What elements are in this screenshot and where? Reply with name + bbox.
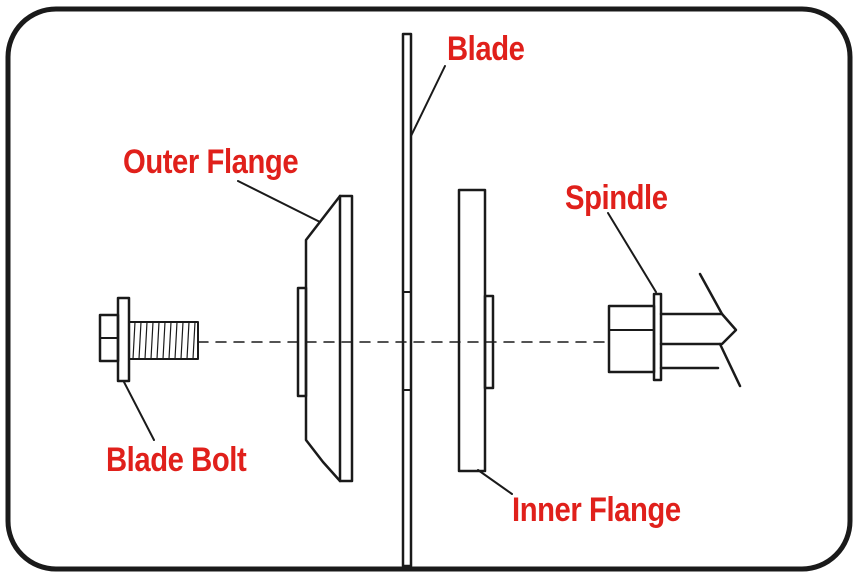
blade-leader-line — [410, 65, 446, 137]
inner-flange-leader-line — [477, 469, 513, 495]
outer-flange-label: Outer Flange — [123, 143, 299, 181]
blade-part — [401, 32, 413, 568]
spindle-part — [607, 272, 742, 388]
blade-bolt-part — [98, 296, 199, 383]
frame-border — [5, 6, 853, 572]
blade-bolt-label: Blade Bolt — [106, 441, 247, 479]
inner-flange-label: Inner Flange — [512, 491, 681, 529]
outer-flange-leader-line — [237, 180, 321, 223]
blade-bolt-leader-line — [123, 381, 155, 441]
inner-flange-part — [457, 188, 495, 473]
outer-flange-part — [296, 194, 354, 483]
blade-label: Blade — [447, 30, 525, 68]
spindle-label: Spindle — [565, 179, 668, 217]
spindle-leader-line — [607, 212, 657, 293]
